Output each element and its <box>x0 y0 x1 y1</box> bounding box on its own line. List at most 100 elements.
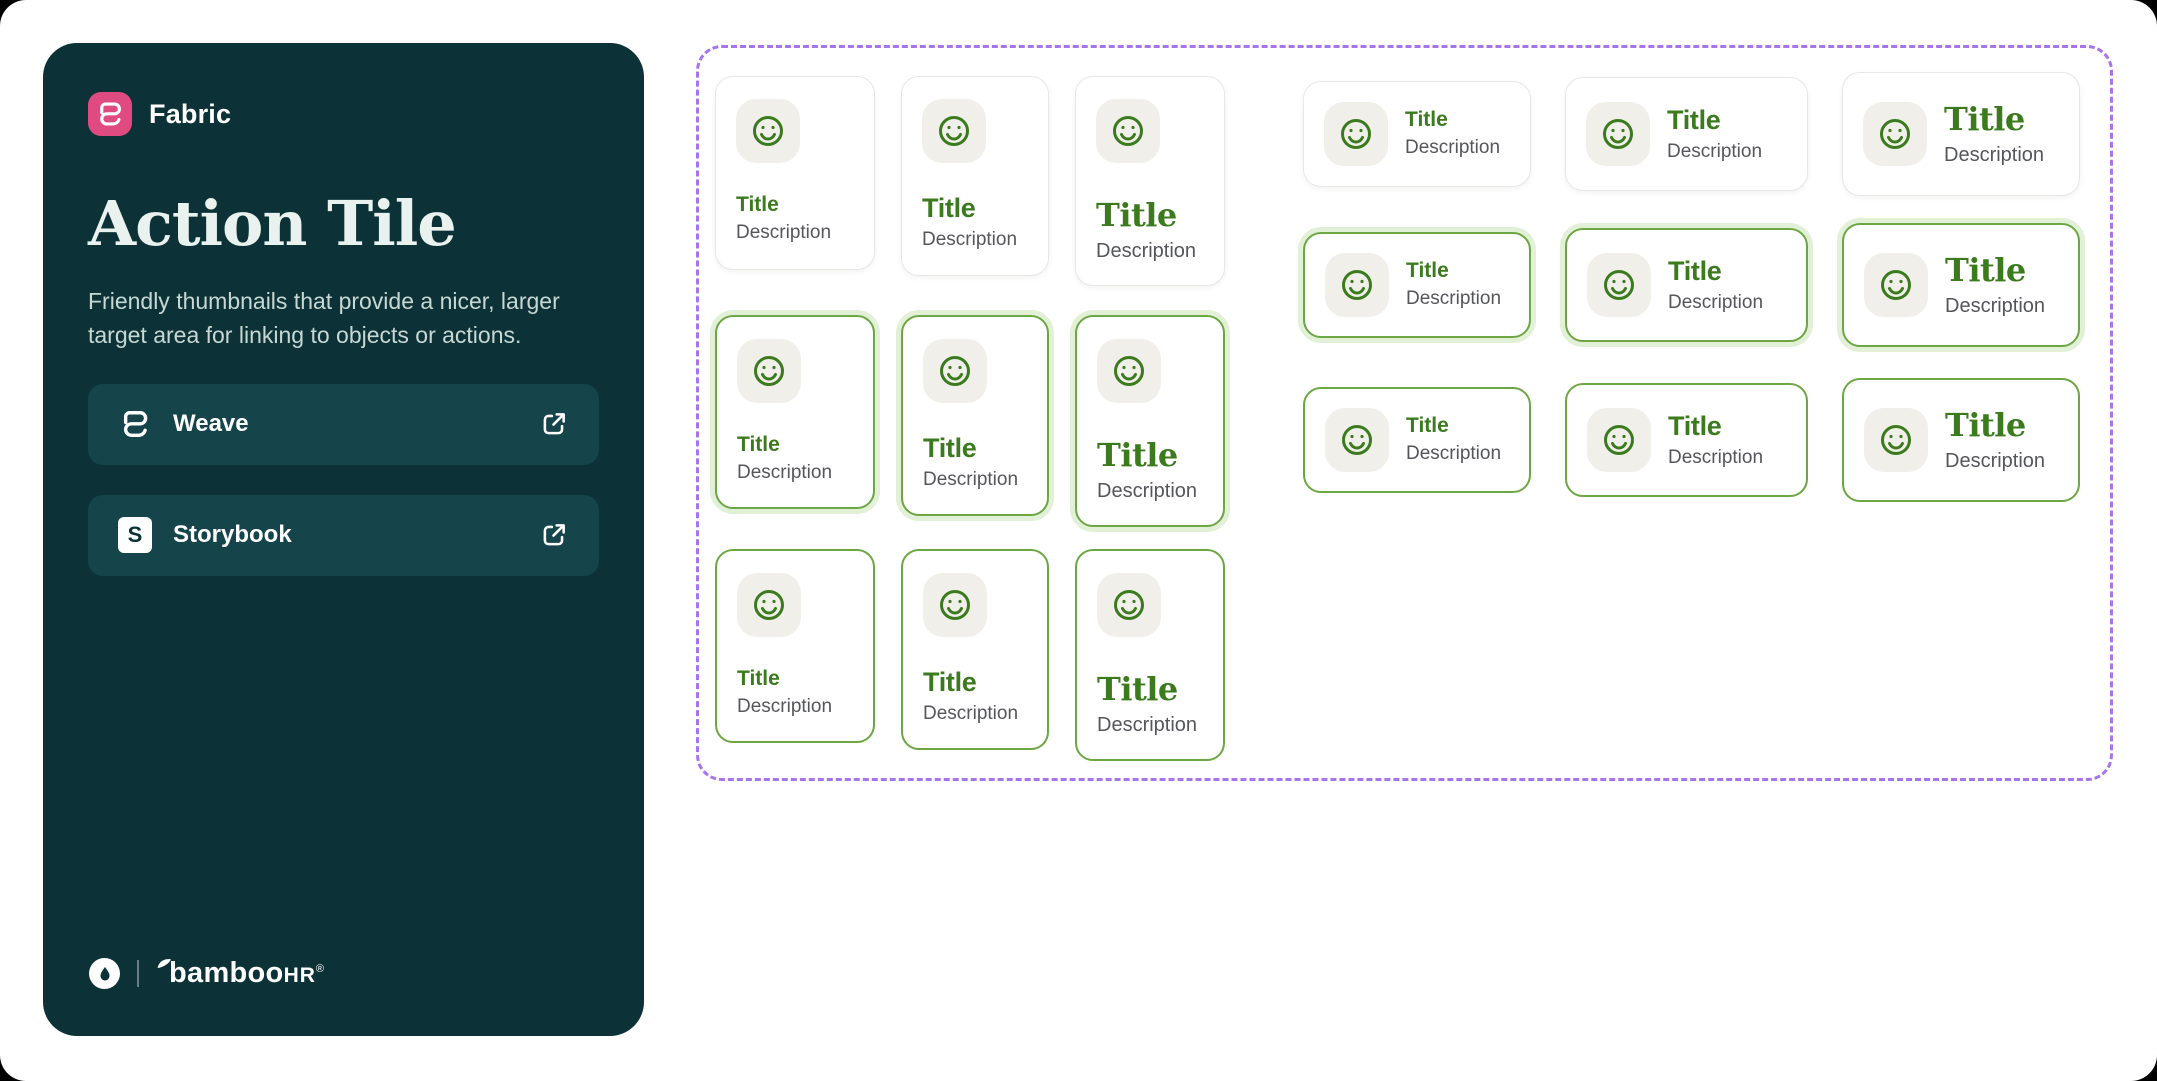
bamboo-leaf-icon <box>157 959 171 969</box>
tile-title: Title <box>737 433 780 456</box>
tile-title: Title <box>1668 410 1722 441</box>
smiley-face-icon <box>1325 408 1389 472</box>
tile-title: Title <box>736 193 779 216</box>
weave-link[interactable]: Weave <box>88 383 599 465</box>
external-link-icon <box>543 524 565 546</box>
bamboohr-logo: bamboo HR ® <box>156 957 324 990</box>
smiley-face-icon <box>1586 102 1650 166</box>
footer-divider <box>137 960 139 987</box>
tile-description: Description <box>737 462 833 484</box>
tile-description: Description <box>1097 713 1198 736</box>
tile-title: Title <box>923 667 977 697</box>
tile-description: Description <box>1944 143 2045 166</box>
smiley-face-icon <box>1864 408 1928 472</box>
storybook-link-label: Storybook <box>173 521 292 549</box>
tile-description: Description <box>1096 239 1197 262</box>
tile-description: Description <box>1406 443 1502 465</box>
tile-description: Description <box>922 229 1018 251</box>
tile-description: Description <box>1405 137 1501 159</box>
tile-title: Title <box>1944 100 2025 139</box>
droplet-icon <box>89 958 120 989</box>
tile-title: Title <box>737 667 780 690</box>
smiley-face-icon <box>737 573 801 637</box>
smiley-face-icon <box>1864 253 1928 317</box>
tile-description: Description <box>1668 446 1764 468</box>
bamboohr-wordmark-suffix: HR <box>283 964 316 987</box>
smiley-face-icon <box>1097 339 1161 403</box>
smiley-face-icon <box>923 573 987 637</box>
resource-links: Weave S Storybook <box>88 383 599 576</box>
smiley-face-icon <box>1587 408 1651 472</box>
storybook-link[interactable]: S Storybook <box>88 494 599 576</box>
tile-title: Title <box>923 433 977 463</box>
tile-description: Description <box>736 222 832 244</box>
fabric-s-icon <box>123 411 148 438</box>
tile-title: Title <box>1096 196 1177 234</box>
tile-description: Description <box>1667 140 1763 162</box>
external-link-icon <box>543 413 565 435</box>
tile-title: Title <box>922 193 976 223</box>
tile-description: Description <box>1668 291 1764 313</box>
smiley-face-icon <box>736 99 800 163</box>
weave-link-label: Weave <box>173 410 249 438</box>
tile-description: Description <box>1097 479 1198 502</box>
tile-title: Title <box>1668 255 1722 286</box>
tile-description: Description <box>1945 294 2046 317</box>
tile-description: Description <box>923 703 1019 725</box>
bamboohr-wordmark: bamboo <box>169 957 284 989</box>
page-title: Action Tile <box>88 187 457 260</box>
smiley-face-icon <box>1324 102 1388 166</box>
smiley-face-icon <box>737 339 801 403</box>
fabric-s-icon <box>88 92 132 136</box>
tile-description: Description <box>923 469 1019 491</box>
smiley-face-icon <box>923 339 987 403</box>
smiley-face-icon <box>1863 102 1927 166</box>
smiley-face-icon <box>1587 253 1651 317</box>
tile-title: Title <box>1945 406 2026 445</box>
tile-title: Title <box>1405 108 1448 132</box>
brand-name: Fabric <box>149 98 232 129</box>
tile-title: Title <box>1667 104 1721 135</box>
